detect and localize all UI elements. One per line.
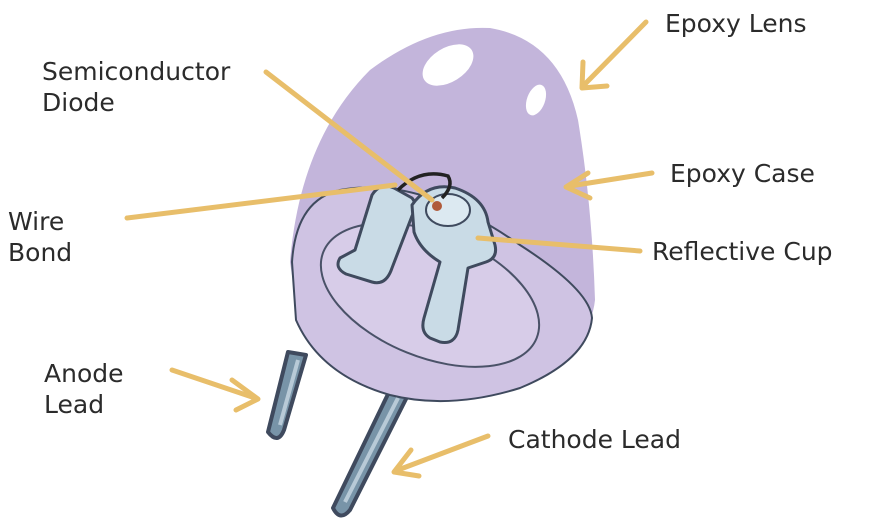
arrow-anode-lead xyxy=(172,370,258,410)
label-wire-line2: Bond xyxy=(8,237,72,268)
arrow-cathode-lead xyxy=(394,436,488,476)
label-anode-lead: Anode Lead xyxy=(44,358,124,421)
arrow-epoxy-case xyxy=(566,173,652,198)
label-semiconductor-diode: Semiconductor Diode xyxy=(42,56,230,119)
label-anode-line1: Anode xyxy=(44,358,124,389)
arrow-epoxy-lens xyxy=(582,22,646,88)
label-semiconductor-line2: Diode xyxy=(42,87,230,118)
anode-lead-pin xyxy=(268,352,306,438)
semiconductor-die xyxy=(432,201,442,211)
label-wire-bond: Wire Bond xyxy=(8,206,72,269)
label-reflective-cup: Reflective Cup xyxy=(652,236,833,267)
label-wire-line1: Wire xyxy=(8,206,72,237)
label-anode-line2: Lead xyxy=(44,389,124,420)
label-cathode-lead: Cathode Lead xyxy=(508,424,681,455)
cathode-lead-pin xyxy=(333,390,408,516)
label-epoxy-lens: Epoxy Lens xyxy=(665,8,806,39)
label-epoxy-case: Epoxy Case xyxy=(670,158,815,189)
label-semiconductor-line1: Semiconductor xyxy=(42,56,230,87)
